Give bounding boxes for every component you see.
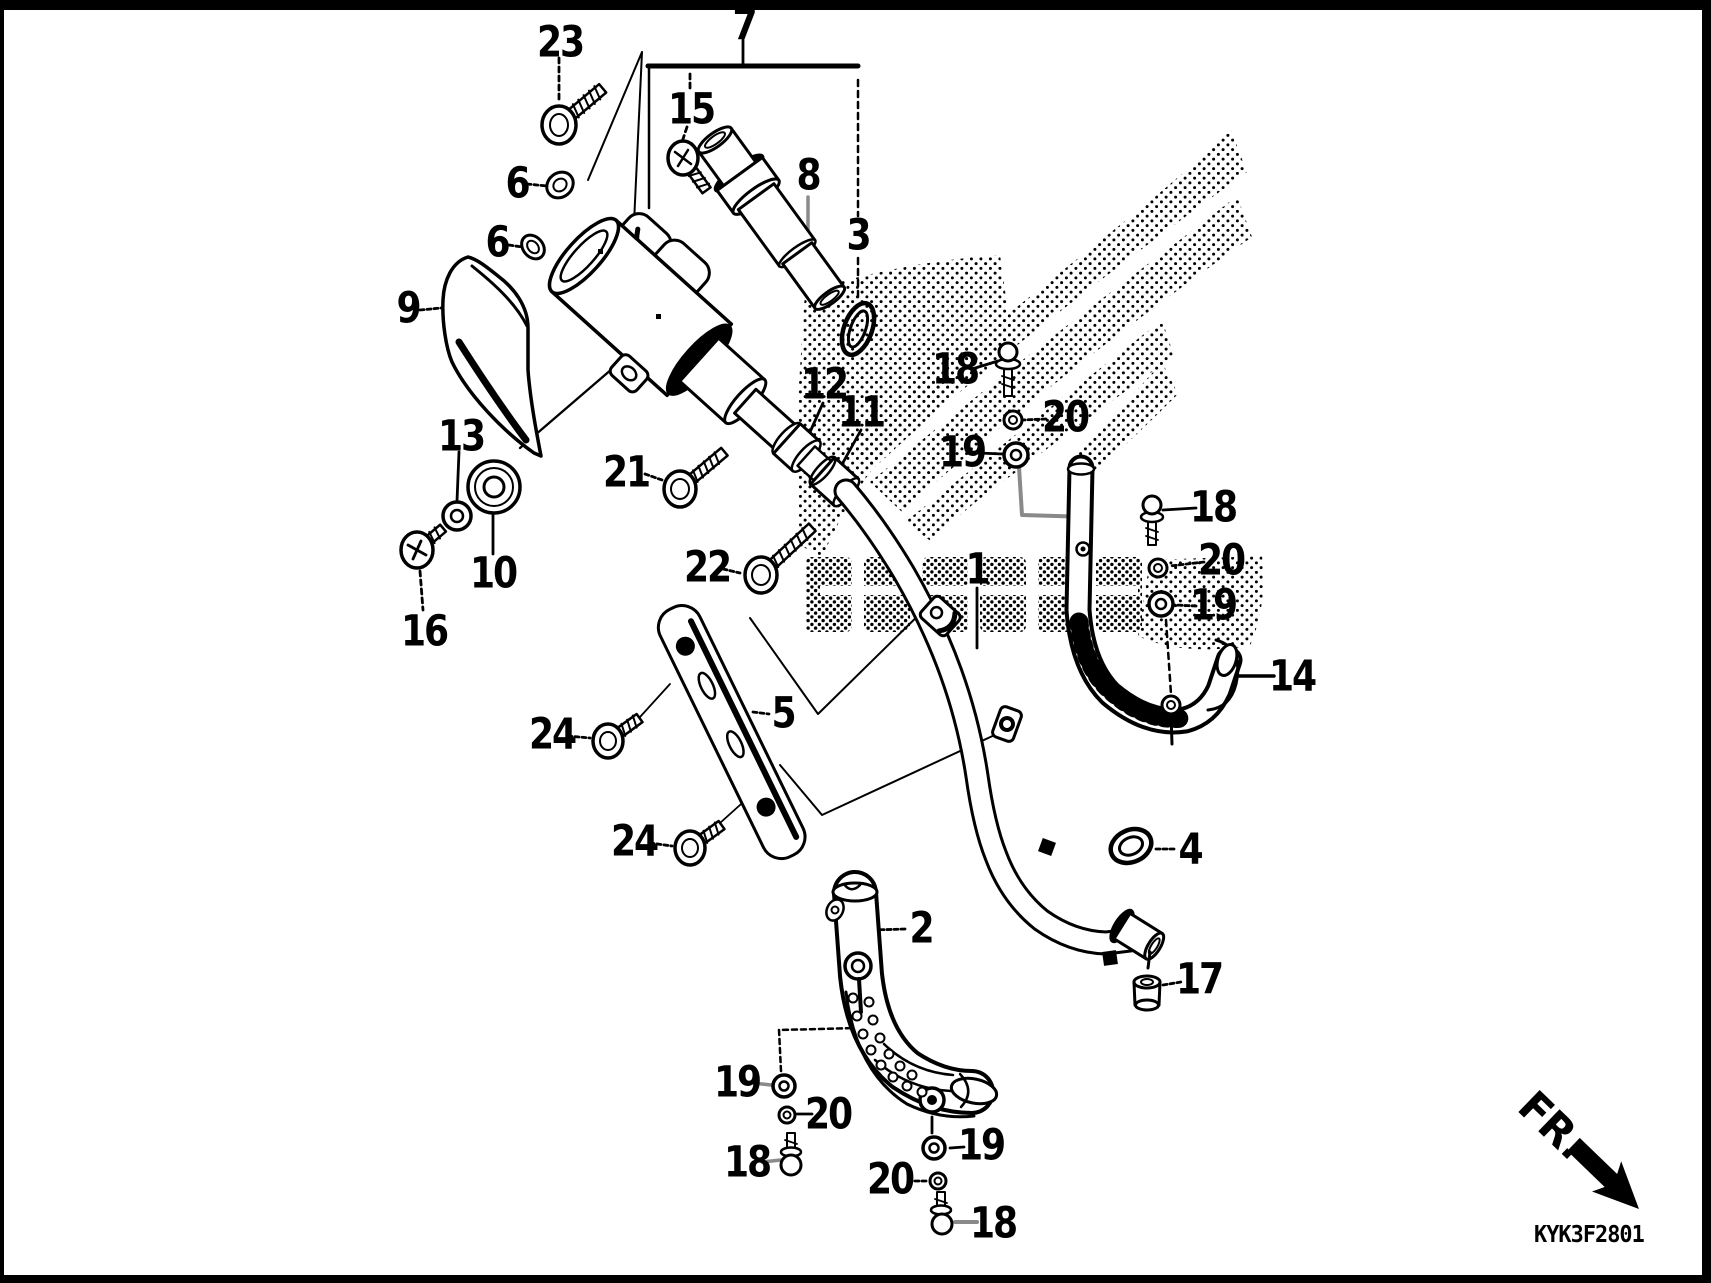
callout-9: 9 [396,283,421,334]
callout-20: 20 [1197,535,1246,586]
mount-rubber-10 [466,459,522,515]
callout-17: 17 [1175,954,1224,1005]
callout-12: 12 [800,359,849,410]
callout-20: 20 [866,1154,915,1205]
callout-16: 16 [400,606,449,657]
heat-shield-hanger [1064,454,1243,746]
callout-3: 3 [846,210,871,261]
callout-14: 14 [1268,651,1317,702]
bolt-18-bottom-left [779,1132,803,1177]
washer-19-bottom-left [771,1073,797,1099]
callout-24: 24 [528,709,577,760]
callout-19: 19 [957,1120,1006,1171]
callout-4: 4 [1178,824,1203,875]
nut-17 [1132,974,1162,1012]
assembly-box-7 [587,51,861,224]
callout-6: 6 [485,217,510,268]
washer-13 [441,500,473,532]
callout-18: 18 [1189,482,1238,533]
fr-direction-indicator: FR. [1509,1081,1639,1210]
muffler-cover [441,255,543,458]
diagram-code: KYK3F2801 [1534,1222,1645,1248]
nut-6-lower [520,233,546,261]
nut-20-bottom-right [928,1171,948,1191]
bolt-23 [540,82,608,146]
nut-20-upper [1002,409,1024,431]
callout-20: 20 [1041,392,1090,443]
bolt-24-lower [673,819,726,867]
bolt-24-upper [591,712,644,760]
callout-6: 6 [505,158,530,209]
callout-24: 24 [610,816,659,867]
callout-2: 2 [909,903,934,954]
callout-19: 19 [1189,580,1238,631]
nut-6-upper [545,170,575,200]
washer-19-upper [1002,441,1030,469]
protector-5 [656,604,807,861]
bolt-22 [743,522,817,595]
washer-19-bottom-right [921,1135,947,1161]
callout-20: 20 [804,1089,853,1140]
tail-pipe [696,125,847,311]
bolt-18-bottom-right [929,1191,954,1236]
bolt-15 [666,139,712,195]
gasket-4 [1108,826,1154,866]
nut-20-right [1147,557,1169,579]
guard-vent-holes [847,992,928,1098]
exhaust-pipe [833,478,1166,970]
callout-23: 23 [536,17,585,68]
bolt-21 [662,446,729,509]
bolt-16 [399,523,448,570]
pipe-guard [825,870,999,1119]
callout-10: 10 [469,548,518,599]
bolt-18-right [1139,494,1165,546]
callout-19: 19 [938,427,987,478]
nut-20-bottom-left [777,1105,797,1125]
callout-18: 18 [723,1137,772,1188]
callout-18: 18 [931,344,980,395]
callout-7: 7 [732,0,757,51]
callout-19: 19 [713,1057,762,1108]
callout-15: 15 [667,84,716,135]
bolt-18-upper [994,341,1022,397]
fr-arrow-icon [1567,1137,1639,1210]
callout-11: 11 [837,387,886,438]
callout-1: 1 [965,544,990,595]
callout-13: 13 [437,411,486,462]
callout-5: 5 [771,688,796,739]
callout-22: 22 [683,542,732,593]
callout-21: 21 [602,447,651,498]
gasket-3 [839,300,877,358]
washer-19-right [1147,590,1175,618]
callout-18: 18 [969,1198,1018,1249]
callout-8: 8 [796,150,821,201]
